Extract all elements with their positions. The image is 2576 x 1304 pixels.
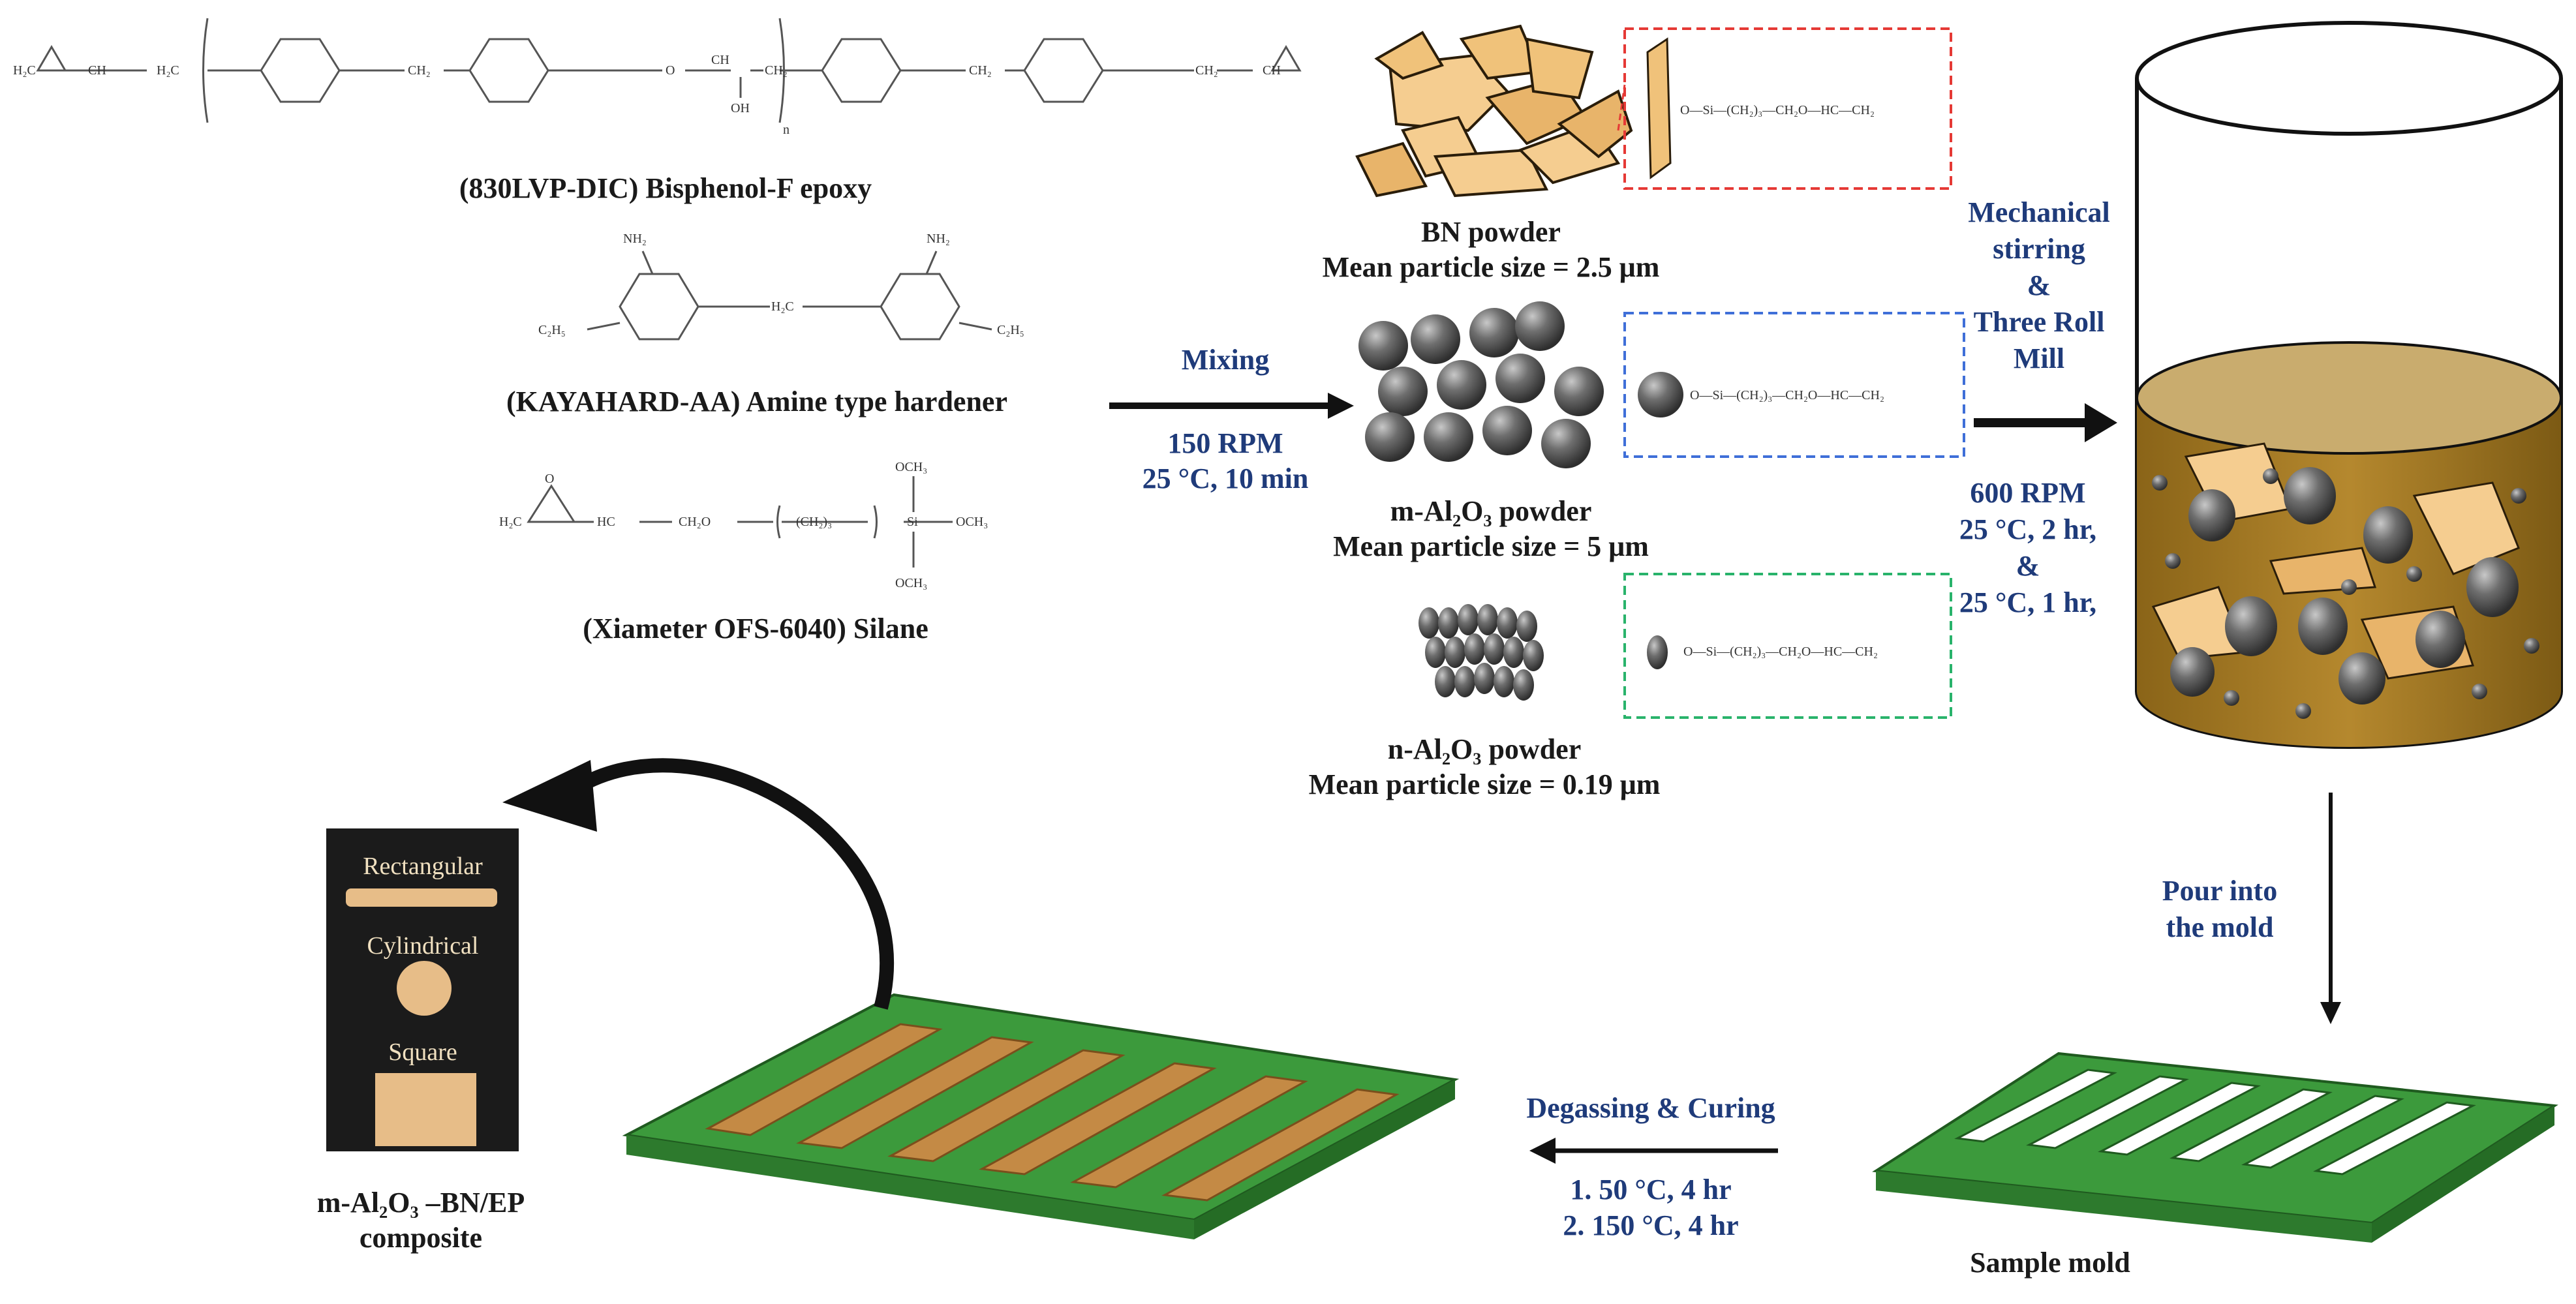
curved-arrow <box>502 758 894 1010</box>
m-alumina-size: Mean particle size = 5 μm <box>1333 530 1649 562</box>
stirring-line3: & <box>2027 269 2051 301</box>
curing-title: Degassing & Curing <box>1526 1092 1775 1124</box>
chem-ch2n-silane: (CH₂)₃ <box>796 515 832 529</box>
bn-size: Mean particle size = 2.5 μm <box>1323 251 1660 283</box>
silane-structure <box>527 476 953 568</box>
chem-ch2-3: CH₂ <box>969 63 992 78</box>
mixing-rpm: 150 RPM <box>1167 427 1283 459</box>
chem-h2c-3: H₂C <box>771 299 794 314</box>
stirring-line1: Mechanical <box>1968 196 2110 228</box>
chem-n: n <box>783 123 790 137</box>
hardener-structure <box>587 250 992 341</box>
n-alumina-detail-box <box>1623 573 1952 719</box>
chem-nh2-2: NH₂ <box>927 232 950 246</box>
bn-connector <box>1617 84 1626 131</box>
stirring-line5: Mill <box>2014 342 2064 374</box>
n-alumina-size: Mean particle size = 0.19 μm <box>1309 768 1661 800</box>
m-alumina-detail-box <box>1623 312 1965 458</box>
chem-ch2-1: CH₂ <box>408 63 431 78</box>
chem-h2c-2: H₂C <box>157 63 179 78</box>
mixing-title: Mixing <box>1182 344 1269 376</box>
chem-o-silane: O <box>545 472 554 486</box>
chem-hc-silane: HC <box>597 515 615 529</box>
chem-c2h5-2: C₂H₅ <box>997 323 1024 337</box>
composite-photo <box>326 828 519 1151</box>
n-alumina-name: n-Al₂O₃ powder <box>1388 733 1582 765</box>
mixing-arrow <box>1109 393 1354 419</box>
composite-label-2: composite <box>360 1222 482 1254</box>
stirring-cond3: & <box>2016 550 2040 582</box>
chem-oh-1: OH <box>731 101 750 115</box>
photo-cylindrical-label: Cylindrical <box>367 932 479 960</box>
chem-ch-1: CH <box>88 63 106 78</box>
n-alumina-detail-text: O—Si—(CH₂)₃—CH₂O—HC—CH₂ <box>1683 644 1878 659</box>
sample-mold <box>1872 1052 2558 1243</box>
pour-line2: the mold <box>2166 911 2274 943</box>
chem-ch-2: CH <box>711 53 729 67</box>
epoxy-structure <box>36 18 1302 123</box>
stirring-cond2: 25 °C, 2 hr, <box>1959 513 2096 545</box>
m-alumina-name: m-Al₂O₃ powder <box>1390 495 1592 527</box>
chem-c2h5-1: C₂H₅ <box>538 323 566 337</box>
chem-och3-3: OCH₃ <box>895 576 927 590</box>
chem-och3-2: OCH₃ <box>956 515 988 529</box>
stirring-cond4: 25 °C, 1 hr, <box>1959 586 2096 618</box>
m-alumina-detail-text: O—Si—(CH₂)₃—CH₂O—HC—CH₂ <box>1690 388 1884 402</box>
photo-square-label: Square <box>388 1039 457 1066</box>
curing-arrow <box>1529 1138 1778 1164</box>
chem-ch2-2: CH₂ <box>765 63 788 78</box>
curing-step2: 2. 150 °C, 4 hr <box>1563 1209 1738 1241</box>
chem-h2c-1: H₂C <box>13 63 36 78</box>
stirring-line2: stirring <box>1993 233 2085 265</box>
chem-ch2-4: CH₂ <box>1195 63 1218 78</box>
curing-step1: 1. 50 °C, 4 hr <box>1570 1174 1731 1205</box>
n-alumina-detail-particle <box>1647 635 1668 669</box>
chem-och3-1: OCH₃ <box>895 460 927 474</box>
cured-samples-plate <box>622 993 1460 1239</box>
composite-label-1: m-Al₂O₃ –BN/EP <box>317 1187 525 1219</box>
mixing-temp: 25 °C, 10 min <box>1142 462 1309 494</box>
epoxy-label: (830LVP-DIC) Bisphenol-F epoxy <box>459 172 872 204</box>
bn-flakes <box>1355 24 1633 198</box>
bn-detail-text: O—Si—(CH₂)₃—CH₂O—HC—CH₂ <box>1680 103 1875 117</box>
chem-si-silane: Si <box>907 515 918 529</box>
pour-line1: Pour into <box>2162 875 2277 907</box>
stirring-arrow <box>1974 403 2117 442</box>
hardener-label: (KAYAHARD-AA) Amine type hardener <box>506 386 1007 417</box>
bn-detail-box <box>1623 27 1952 190</box>
m-alumina-detail-sphere <box>1638 372 1683 417</box>
stirring-cond1: 600 RPM <box>1970 477 2085 509</box>
chem-nh2-1: NH₂ <box>623 232 647 246</box>
chem-ch2o-silane: CH₂O <box>679 515 711 529</box>
chem-ch-3: CH <box>1263 63 1281 78</box>
bn-name: BN powder <box>1421 216 1561 248</box>
bn-detail-flake <box>1646 37 1672 179</box>
pour-arrow <box>2320 793 2341 1024</box>
stirring-line4: Three Roll <box>1974 306 2105 338</box>
mold-label: Sample mold <box>1970 1247 2130 1279</box>
beaker <box>2135 21 2563 749</box>
n-alumina-particles <box>1418 604 1544 701</box>
silane-label: (Xiameter OFS-6040) Silane <box>583 613 928 644</box>
chem-h2c-silane: H₂C <box>499 515 522 529</box>
photo-rectangular-label: Rectangular <box>363 853 483 880</box>
chem-o-1: O <box>666 63 675 78</box>
m-alumina-spheres <box>1358 301 1604 468</box>
